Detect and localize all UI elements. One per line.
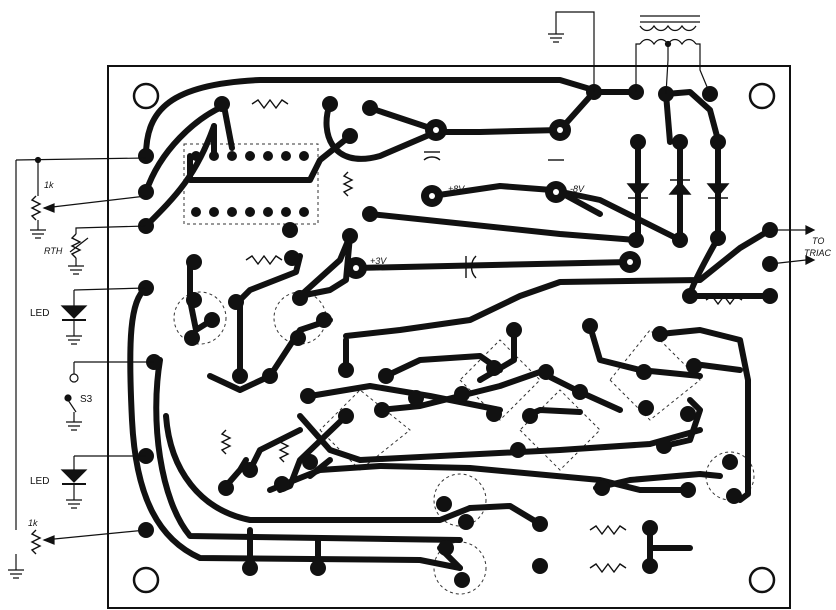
label-pot-bottom: 1k [28,518,38,528]
label-led-top: LED [30,308,49,319]
label-pot-top: 1k [44,180,54,190]
board-outline [107,65,791,609]
external-wiring [8,11,816,579]
label-rail-plus3: +3V [370,256,387,266]
label-rth: RTH [44,246,63,256]
resistor-symbols [30,98,743,574]
label-rail-minus8: -8V [570,184,585,194]
label-led-bottom: LED [30,476,49,487]
label-to: TO [812,236,824,246]
text-labels: 1k RTH LED S3 LED 1k +8V -8V +3V TO TRIA… [28,180,832,528]
diode-symbols [626,179,730,199]
label-switch: S3 [80,394,93,405]
mounting-holes [132,82,776,594]
capacitor-symbols [423,151,564,279]
label-rail-plus8: +8V [448,184,465,194]
label-triac: TRIAC [804,248,832,258]
